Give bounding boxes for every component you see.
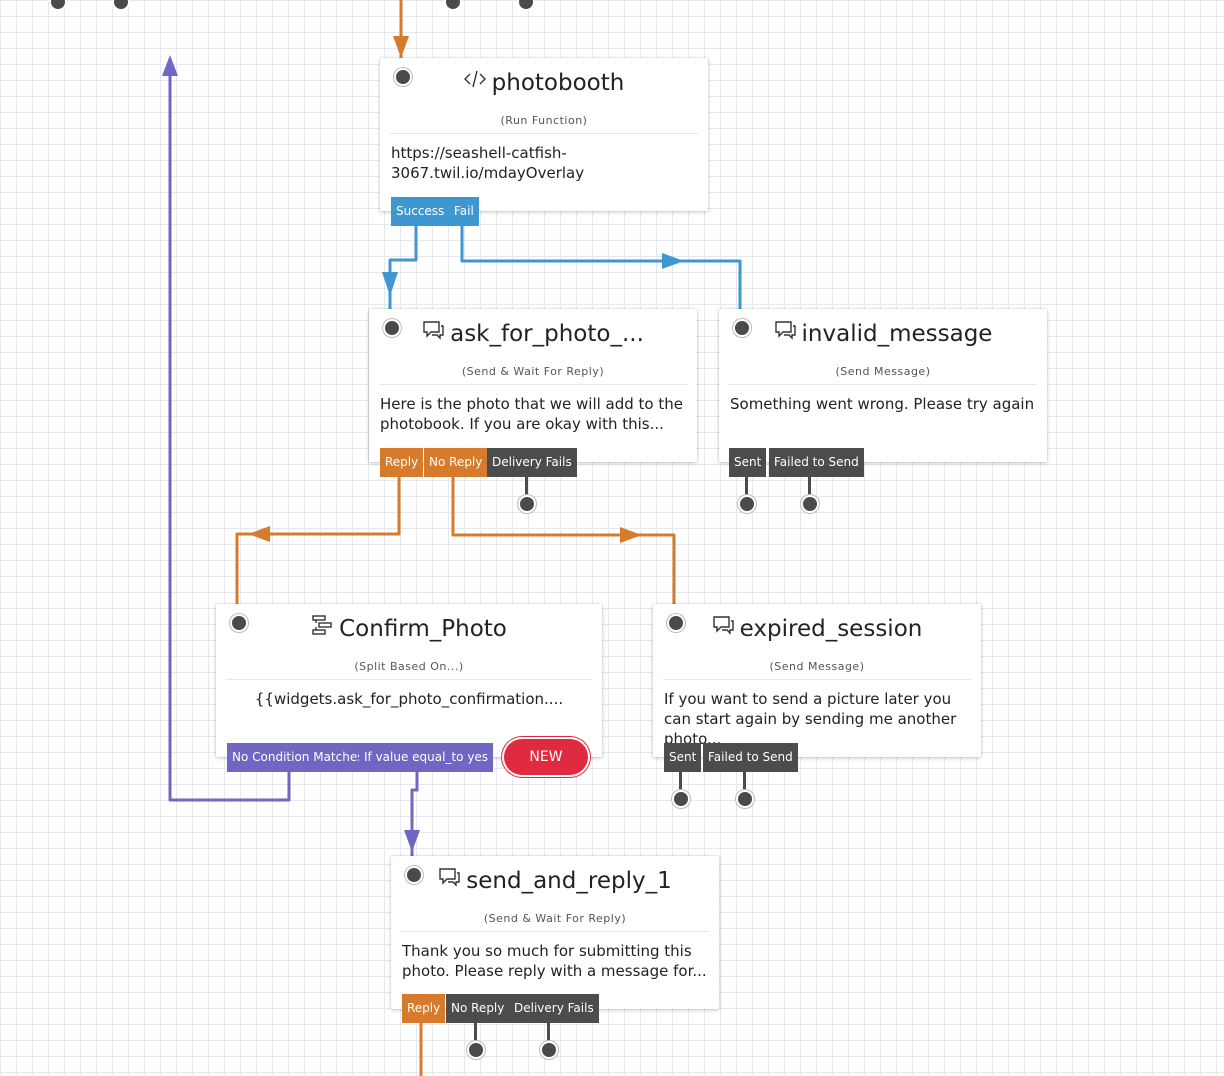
output-stem [474,1023,477,1043]
widget-body: Here is the photo that we will add to th… [380,395,683,433]
wire-no-reply [451,477,676,604]
input-connector[interactable] [405,866,423,884]
output-connector[interactable] [801,495,819,513]
top-edge-dot [517,0,535,11]
output-stem [808,477,811,497]
widget-title: Confirm_Photo [216,614,602,642]
transition-failed-to-send[interactable]: Failed to Send [769,448,864,477]
widget-type: (Send Message) [769,660,865,673]
widget-type: (Split Based On...) [354,660,464,673]
output-connector[interactable] [518,495,536,513]
transition-no-condition-matches[interactable]: No Condition Matches [227,743,369,772]
chat-icon [422,320,444,346]
transition-success[interactable]: Success [391,197,450,226]
input-connector[interactable] [383,319,401,337]
widget-body: Thank you so much for submitting this ph… [402,942,707,980]
transition-fail[interactable]: Fail [449,197,479,226]
wire-fail [460,226,742,310]
divider [226,679,592,680]
arrow-purple-down [404,830,420,852]
arrow-purple-up [162,55,178,76]
arrow-orange-right [620,527,642,543]
output-stem [547,1023,550,1043]
arrow-orange-top [393,36,409,58]
chat-icon [774,320,796,346]
widget-type: (Send & Wait For Reply) [483,912,627,925]
transition-no-reply[interactable]: No Reply [424,448,488,477]
divider [729,384,1037,385]
input-connector[interactable] [230,614,248,632]
transition-no-reply[interactable]: No Reply [446,994,510,1023]
widget-body: Something went wrong. Please try again [730,395,1035,413]
output-stem [743,772,746,792]
arrow-blue-down [382,272,398,296]
output-connector[interactable] [736,790,754,808]
top-edge-dot [444,0,462,11]
widget-title: send_and_reply_1 [391,867,719,894]
transition-sent[interactable]: Sent [729,448,767,477]
widget-photobooth[interactable]: photobooth (Run Function) https://seashe… [380,58,708,211]
widget-ask-for-photo[interactable]: ask_for_photo_... (Send & Wait For Reply… [369,309,697,462]
transition-sent[interactable]: Sent [664,743,702,772]
wire-reply [235,477,401,604]
split-icon [311,614,333,642]
widget-send-and-reply-1[interactable]: send_and_reply_1 (Send & Wait For Reply)… [391,856,719,1009]
top-edge-dot [112,0,130,11]
widget-type: (Send & Wait For Reply) [461,365,605,378]
divider [390,133,698,134]
chat-icon [438,867,460,893]
code-icon [463,69,486,95]
widget-body: https://seashell-catfish-3067.twil.io/md… [391,144,585,182]
widget-title: invalid_message [719,320,1047,347]
wire-success [388,226,418,310]
widget-title: photobooth [380,70,708,96]
widget-expired-session[interactable]: expired_session (Send Message) If you wa… [653,604,981,757]
widget-title: expired_session [653,615,981,642]
transition-if-value-equal-yes[interactable]: If value equal_to yes [359,743,494,772]
widget-invalid-message[interactable]: invalid_message (Send Message) Something… [719,309,1047,462]
transition-delivery-fails[interactable]: Delivery Fails [509,994,599,1023]
wire-yes-to-send-reply [410,772,419,856]
widget-title: ask_for_photo_... [369,320,697,347]
transition-reply[interactable]: Reply [402,994,446,1023]
top-edge-dot [49,0,67,11]
input-connector[interactable] [667,614,685,632]
output-connector[interactable] [467,1041,485,1059]
widget-type: (Send Message) [835,365,931,378]
chat-icon [712,615,734,641]
widget-confirm-photo[interactable]: Confirm_Photo (Split Based On...) {{widg… [216,604,602,757]
transition-reply[interactable]: Reply [380,448,424,477]
divider [663,679,971,680]
output-stem [745,477,748,497]
transition-delivery-fails[interactable]: Delivery Fails [487,448,577,477]
output-stem [679,772,682,792]
arrow-orange-left [248,526,270,542]
arrow-blue-right [662,253,684,269]
divider [379,384,687,385]
divider [401,931,709,932]
widget-type: (Run Function) [500,114,588,127]
transition-failed-to-send[interactable]: Failed to Send [703,743,798,772]
new-transition-button[interactable]: NEW [504,739,588,775]
output-connector[interactable] [672,790,690,808]
input-connector[interactable] [394,68,412,86]
widget-body: {{widgets.ask_for_photo_confirmation.... [254,690,564,708]
output-stem [525,477,528,497]
output-connector[interactable] [738,495,756,513]
widget-body: If you want to send a picture later you … [664,690,957,748]
output-connector[interactable] [540,1041,558,1059]
input-connector[interactable] [733,319,751,337]
